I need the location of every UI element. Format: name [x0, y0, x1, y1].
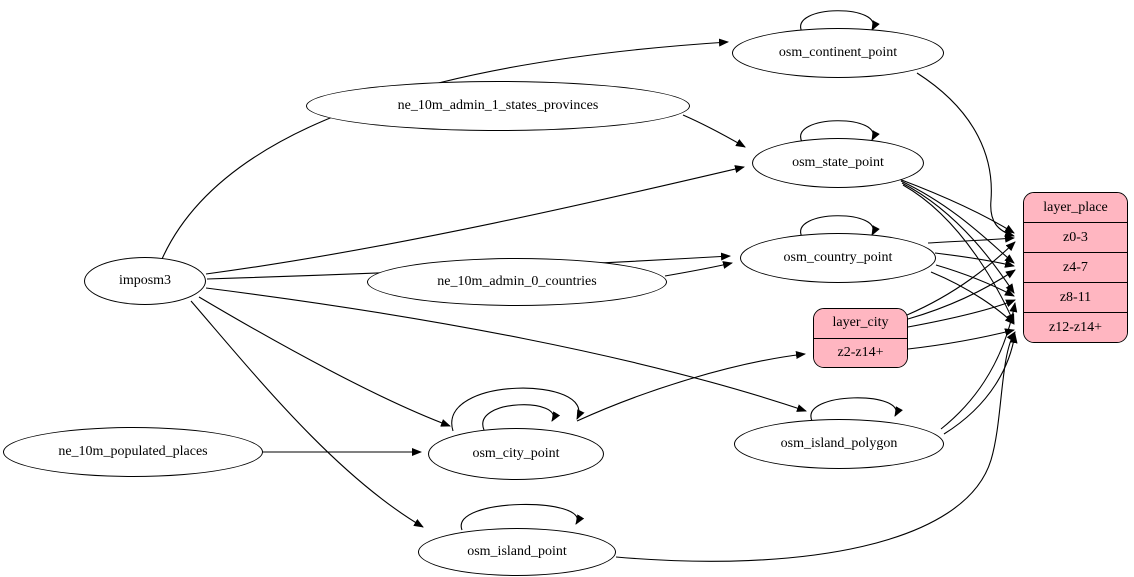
- edge-ne_10m_admin_0_countries-to-osm_country_point: [664, 261, 733, 277]
- table-node-osm_island_point: osm_island_point: [418, 528, 616, 576]
- node-label: osm_island_point: [467, 544, 567, 559]
- edge-osm_island_point-to-osm_island_point: [460, 503, 585, 531]
- edge-layer_city:z2-z14+-to-layer_place:z0-3: [906, 241, 1016, 316]
- edge-osm_city_point-to-osm_city_point: [482, 404, 561, 431]
- table-node-ne_10m_populated_places: ne_10m_populated_places: [3, 427, 263, 477]
- edge-osm_state_point-to-layer_place:z8-11: [901, 182, 1015, 294]
- record-row-layer_place-z0-3: z0-3: [1024, 222, 1127, 252]
- edge-osm_state_point-to-layer_place:z12-z14+: [902, 184, 1015, 324]
- edge-osm_city_point-to-osm_city_point: [451, 387, 585, 432]
- edge-osm_continent_point-to-osm_continent_point: [800, 10, 880, 33]
- edge-ne_10m_admin_1_states_provinces-to-osm_state_point: [682, 114, 746, 148]
- table-node-osm_continent_point: osm_continent_point: [732, 28, 944, 78]
- node-label: ne_10m_admin_0_countries: [437, 274, 597, 289]
- record-row-layer_place-z4-7: z4-7: [1024, 252, 1127, 282]
- edge-osm_city_point-to-layer_city:z2-z14+: [576, 351, 806, 422]
- table-node-osm_city_point: osm_city_point: [428, 428, 604, 480]
- table-node-osm_country_point: osm_country_point: [740, 233, 936, 283]
- record-row-layer_place-z8-11: z8-11: [1024, 282, 1127, 312]
- record-header-layer_place: layer_place: [1024, 193, 1127, 222]
- table-node-ne_10m_admin_0_countries: ne_10m_admin_0_countries: [367, 258, 667, 306]
- edge-osm_island_point-to-layer_place:z12-z14+: [615, 331, 1016, 562]
- record-row-layer_place-z12-z14+: z12-z14+: [1024, 312, 1127, 342]
- node-label: osm_island_polygon: [780, 436, 898, 451]
- edge-layer_city:z2-z14+-to-layer_place:z12-z14+: [907, 328, 1015, 350]
- edge-layer_city:z2-z14+-to-layer_place:z8-11: [907, 299, 1016, 328]
- edge-imposm3-to-osm_city_point: [198, 296, 451, 427]
- edge-imposm3-to-osm_island_polygon: [205, 287, 807, 412]
- node-label: imposm3: [118, 273, 172, 288]
- edge-osm_state_point-to-osm_state_point: [800, 120, 880, 143]
- node-label: osm_state_point: [792, 155, 884, 170]
- edge-osm_country_point-to-layer_place:z0-3: [927, 234, 1015, 244]
- edge-imposm3-to-osm_continent_point: [161, 38, 729, 260]
- edge-layer_city:z2-z14+-to-layer_place:z4-7: [907, 269, 1016, 320]
- table-node-imposm3: imposm3: [84, 257, 206, 305]
- node-label: osm_country_point: [783, 250, 893, 265]
- table-node-osm_island_polygon: osm_island_polygon: [734, 419, 944, 469]
- edge-osm_country_point-to-layer_place:z8-11: [935, 264, 1015, 297]
- edge-osm_state_point-to-layer_place:z4-7: [900, 180, 1015, 264]
- edge-osm_island_polygon-to-layer_place:z8-11: [940, 302, 1018, 430]
- edge-osm_state_point-to-layer_place:z0-3: [898, 178, 1015, 234]
- record-header-layer_city: layer_city: [814, 309, 907, 338]
- edge-osm_country_point-to-osm_country_point: [800, 215, 880, 238]
- edge-osm_island_polygon-to-osm_island_polygon: [810, 397, 903, 422]
- edge-osm_continent_point-to-layer_place:z0-3: [916, 72, 1015, 238]
- edge-imposm3-to-osm_state_point: [205, 165, 745, 275]
- edge-group: [161, 10, 1018, 562]
- node-label: ne_10m_admin_1_states_provinces: [397, 98, 599, 113]
- table-node-osm_state_point: osm_state_point: [752, 138, 924, 188]
- node-label: osm_continent_point: [778, 45, 898, 60]
- table-node-ne_10m_admin_1_states_provinces: ne_10m_admin_1_states_provinces: [306, 81, 690, 131]
- edge-osm_island_polygon-to-layer_place:z12-z14+: [943, 333, 1018, 435]
- edge-osm_country_point-to-layer_place:z12-z14+: [930, 271, 1015, 325]
- edge-imposm3-to-osm_island_point: [190, 300, 424, 528]
- record-row-layer_city-z2-z14+: z2-z14+: [814, 337, 907, 367]
- node-label: ne_10m_populated_places: [58, 444, 208, 459]
- node-label: osm_city_point: [472, 446, 560, 461]
- edge-osm_country_point-to-layer_place:z4-7: [934, 252, 1015, 268]
